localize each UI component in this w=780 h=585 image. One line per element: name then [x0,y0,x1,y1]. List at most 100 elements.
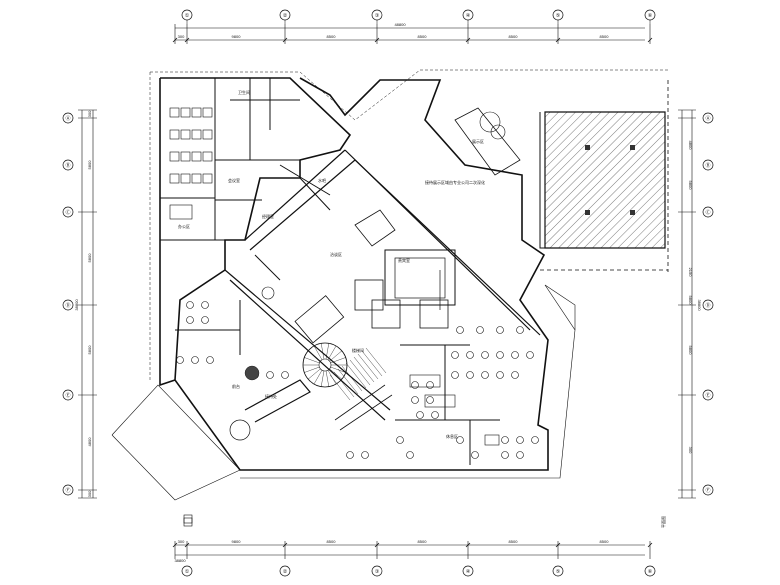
stair-step [308,368,321,380]
office-desk [180,173,191,184]
right-segment-dimension: 5800 [688,181,693,191]
chair [176,356,184,364]
chair [431,411,439,419]
office-desk [180,129,191,140]
sofa [424,394,456,408]
chair [496,326,504,334]
stair-tread [365,347,387,374]
top-segment-dimension: 8500 [509,34,519,39]
room-label-exhibition: 展示区 [472,138,484,144]
axis-bubble-right [702,389,714,401]
stair-step [304,357,320,364]
sheet-note: 平面图 [660,516,666,528]
chair [496,351,504,359]
stair-tread [361,350,383,377]
axis-bubble-bottom [371,565,383,577]
axis-bubble-right [702,299,714,311]
top-total-dimension: 48800 [394,22,406,27]
axis-bubble-bottom [552,565,564,577]
stair-tread [333,371,355,398]
top-segment-dimension: 8500 [327,34,337,39]
stair-step [313,370,323,385]
room-label-lounge: 休息区 [446,433,458,439]
desk [169,204,193,220]
chair [481,371,489,379]
stair-tread [337,368,359,395]
top-segment-dimension: 300 [178,34,185,39]
dimension-tick-slash [465,542,471,548]
axis-bubble-bottom [644,565,656,577]
axis-bubble-right-label: Ⓕ [705,487,710,494]
stair-tread [345,362,367,389]
dimension-tick-slash [282,37,288,43]
room-label-office: 办公区 [178,223,190,229]
right-total-dimension: 38800 [697,299,702,311]
axis-bubble-bottom-label: ② [283,569,288,575]
chair [501,451,509,459]
stair-step [313,345,323,360]
stair-step [304,366,320,373]
stair-tread [341,365,363,392]
chair [191,356,199,364]
stair-step [327,345,337,360]
room-label-meeting: 会议室 [228,177,240,183]
bottom-segment-dimension: 9800 [232,539,242,544]
axis-bubble-left [62,159,74,171]
left-segment-dimension: 300 [87,110,92,117]
chair [451,371,459,379]
dimension-tick-slash [465,37,471,43]
top-segment-dimension: 8500 [418,34,428,39]
chair [531,436,539,444]
chair [416,411,424,419]
axis-bubble-left [62,484,74,496]
room-label-front-desk: 前台 [232,383,240,389]
chair [411,381,419,389]
chair [406,451,414,459]
stair-step [320,370,325,387]
office-desk [191,107,202,118]
plant-pot [261,286,275,300]
dimension-tick-slash [172,542,178,548]
chair [186,301,194,309]
chair [426,381,434,389]
axis-bubble-bottom-label: ③ [375,569,380,575]
axis-bubble-left-label: Ⓕ [65,487,70,494]
axis-bubble-right-label: Ⓒ [705,209,710,216]
dimension-tick-slash [555,37,561,43]
chair [511,371,519,379]
office-desk [191,151,202,162]
partitions [160,78,521,465]
furniture [169,204,539,524]
chair [516,326,524,334]
right-segment-dimension: 5800 [688,346,693,356]
bottom-total-dimension: 38800 [174,558,186,563]
chair [411,396,419,404]
room-labels: 接待展示区域由专业公司二次深化 卫生间 会议室 办公区 经理室 洽谈区 展示区 … [178,89,485,439]
office-desk [169,107,180,118]
axis-bubble-right-label: Ⓓ [705,302,710,309]
dimension-tick-slash [172,37,178,43]
axis-bubble-right-label: Ⓑ [705,162,710,169]
stair-tread [329,374,351,401]
room-main-title: 接待展示区域由专业公司二次深化 [425,179,485,185]
office-desk [202,151,213,162]
axis-bubble-bottom-label: ⑤ [556,569,561,575]
hatched-terrace [539,80,669,272]
stair-step [325,370,330,387]
dimension-tick-slash [282,542,288,548]
stair-step [330,366,346,373]
chair [201,316,209,324]
axis-bubble-left-label: Ⓔ [65,392,70,399]
axis-bubble-bottom-label: ① [185,569,190,575]
stair-step [330,357,346,364]
building-outline [149,69,670,471]
axis-bubble-left-label: Ⓒ [65,209,70,216]
left-segment-dimension: 300 [87,490,92,497]
office-desk [180,151,191,162]
axis-bubble-top-label: ① [185,13,190,19]
